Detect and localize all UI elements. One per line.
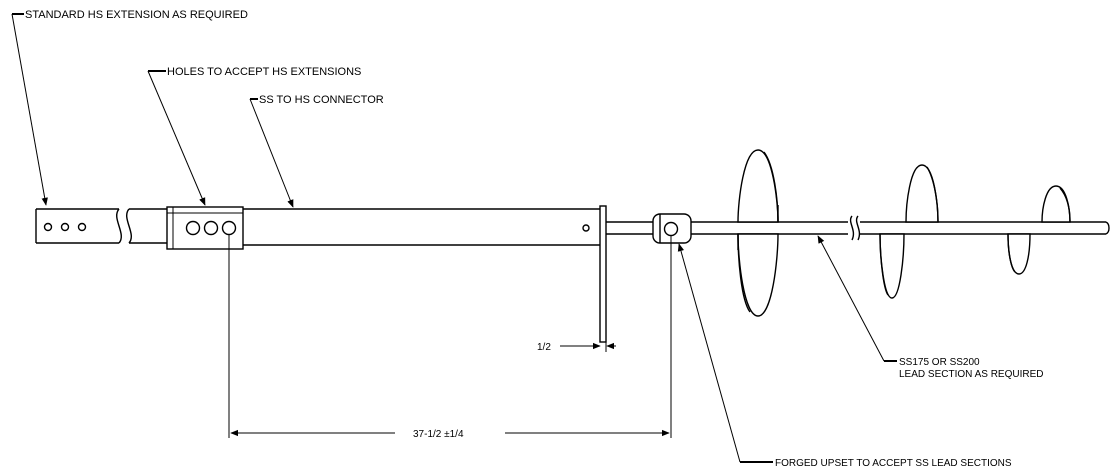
end-plate	[599, 205, 607, 343]
leader-standard-hs-extension	[11, 13, 48, 206]
hs-extension-hole	[60, 222, 70, 232]
connector-hole	[203, 220, 219, 236]
leader-lead-section	[817, 235, 897, 362]
ss-to-hs-connector	[166, 205, 607, 343]
dimension-overall-length-lines	[228, 235, 672, 438]
helix-plate-1	[737, 149, 779, 317]
helix-plate-2	[879, 164, 939, 299]
callout-standard-hs-extension: STANDARD HS EXTENSION AS REQUIRED	[25, 9, 248, 21]
hs-extension-hole	[43, 222, 53, 232]
shaft-break	[848, 215, 861, 241]
connector-hole	[185, 220, 201, 236]
dimension-plate-thickness-lines	[560, 342, 616, 352]
leader-ss-to-hs-connector	[249, 98, 294, 208]
hs-extension-hole	[77, 222, 87, 232]
hs-extension	[35, 208, 167, 244]
dimension-overall-length: 37-1/2 ±1/4	[413, 429, 464, 440]
leader-forged-upset	[677, 243, 773, 463]
callout-forged-upset: FORGED UPSET TO ACCEPT SS LEAD SECTIONS	[775, 458, 1012, 469]
leader-holes-hs-extensions	[147, 70, 206, 206]
callout-lead-section-line2: LEAD SECTION AS REQUIRED	[899, 369, 1043, 380]
lead-section	[606, 149, 1110, 317]
callout-ss-to-hs-connector: SS TO HS CONNECTOR	[259, 94, 384, 106]
helix-plate-3	[1007, 185, 1071, 275]
forged-upset	[652, 213, 692, 244]
dimension-plate-thickness: 1/2	[537, 342, 551, 353]
forged-upset-hole	[663, 221, 679, 237]
callout-holes-hs-extensions: HOLES TO ACCEPT HS EXTENSIONS	[167, 66, 361, 78]
connector-pin-hole	[582, 224, 590, 232]
connector-hole	[221, 220, 237, 236]
callout-lead-section-line1: SS175 OR SS200	[899, 357, 980, 368]
